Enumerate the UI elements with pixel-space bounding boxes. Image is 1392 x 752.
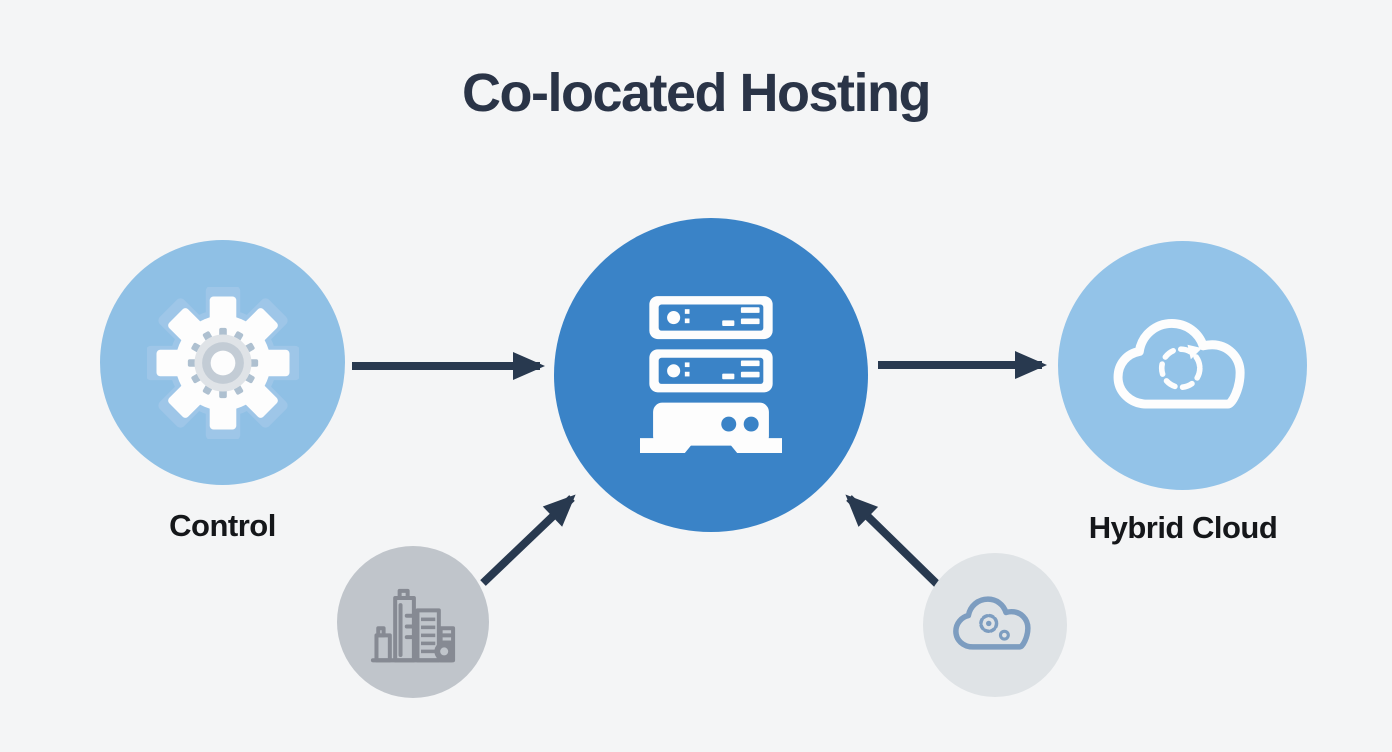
node-hybrid-label: Hybrid Cloud (1088, 510, 1278, 545)
server-rack-icon (640, 295, 782, 453)
building-icon (370, 588, 456, 663)
node-cloudgear-circle (923, 553, 1067, 697)
arrow-building-to-server (480, 494, 576, 586)
node-control-circle (100, 240, 345, 485)
arrow-cloudgear-to-server (845, 494, 941, 588)
node-hybrid-circle (1058, 241, 1307, 490)
page-title: Co-located Hosting (462, 63, 932, 123)
node-server-circle (554, 218, 868, 532)
node-building-circle (337, 546, 489, 698)
gear-icon (146, 286, 299, 439)
cloud-gear-icon (953, 596, 1031, 650)
node-control-label: Control (169, 508, 276, 543)
cloud-sync-icon (1113, 318, 1245, 409)
